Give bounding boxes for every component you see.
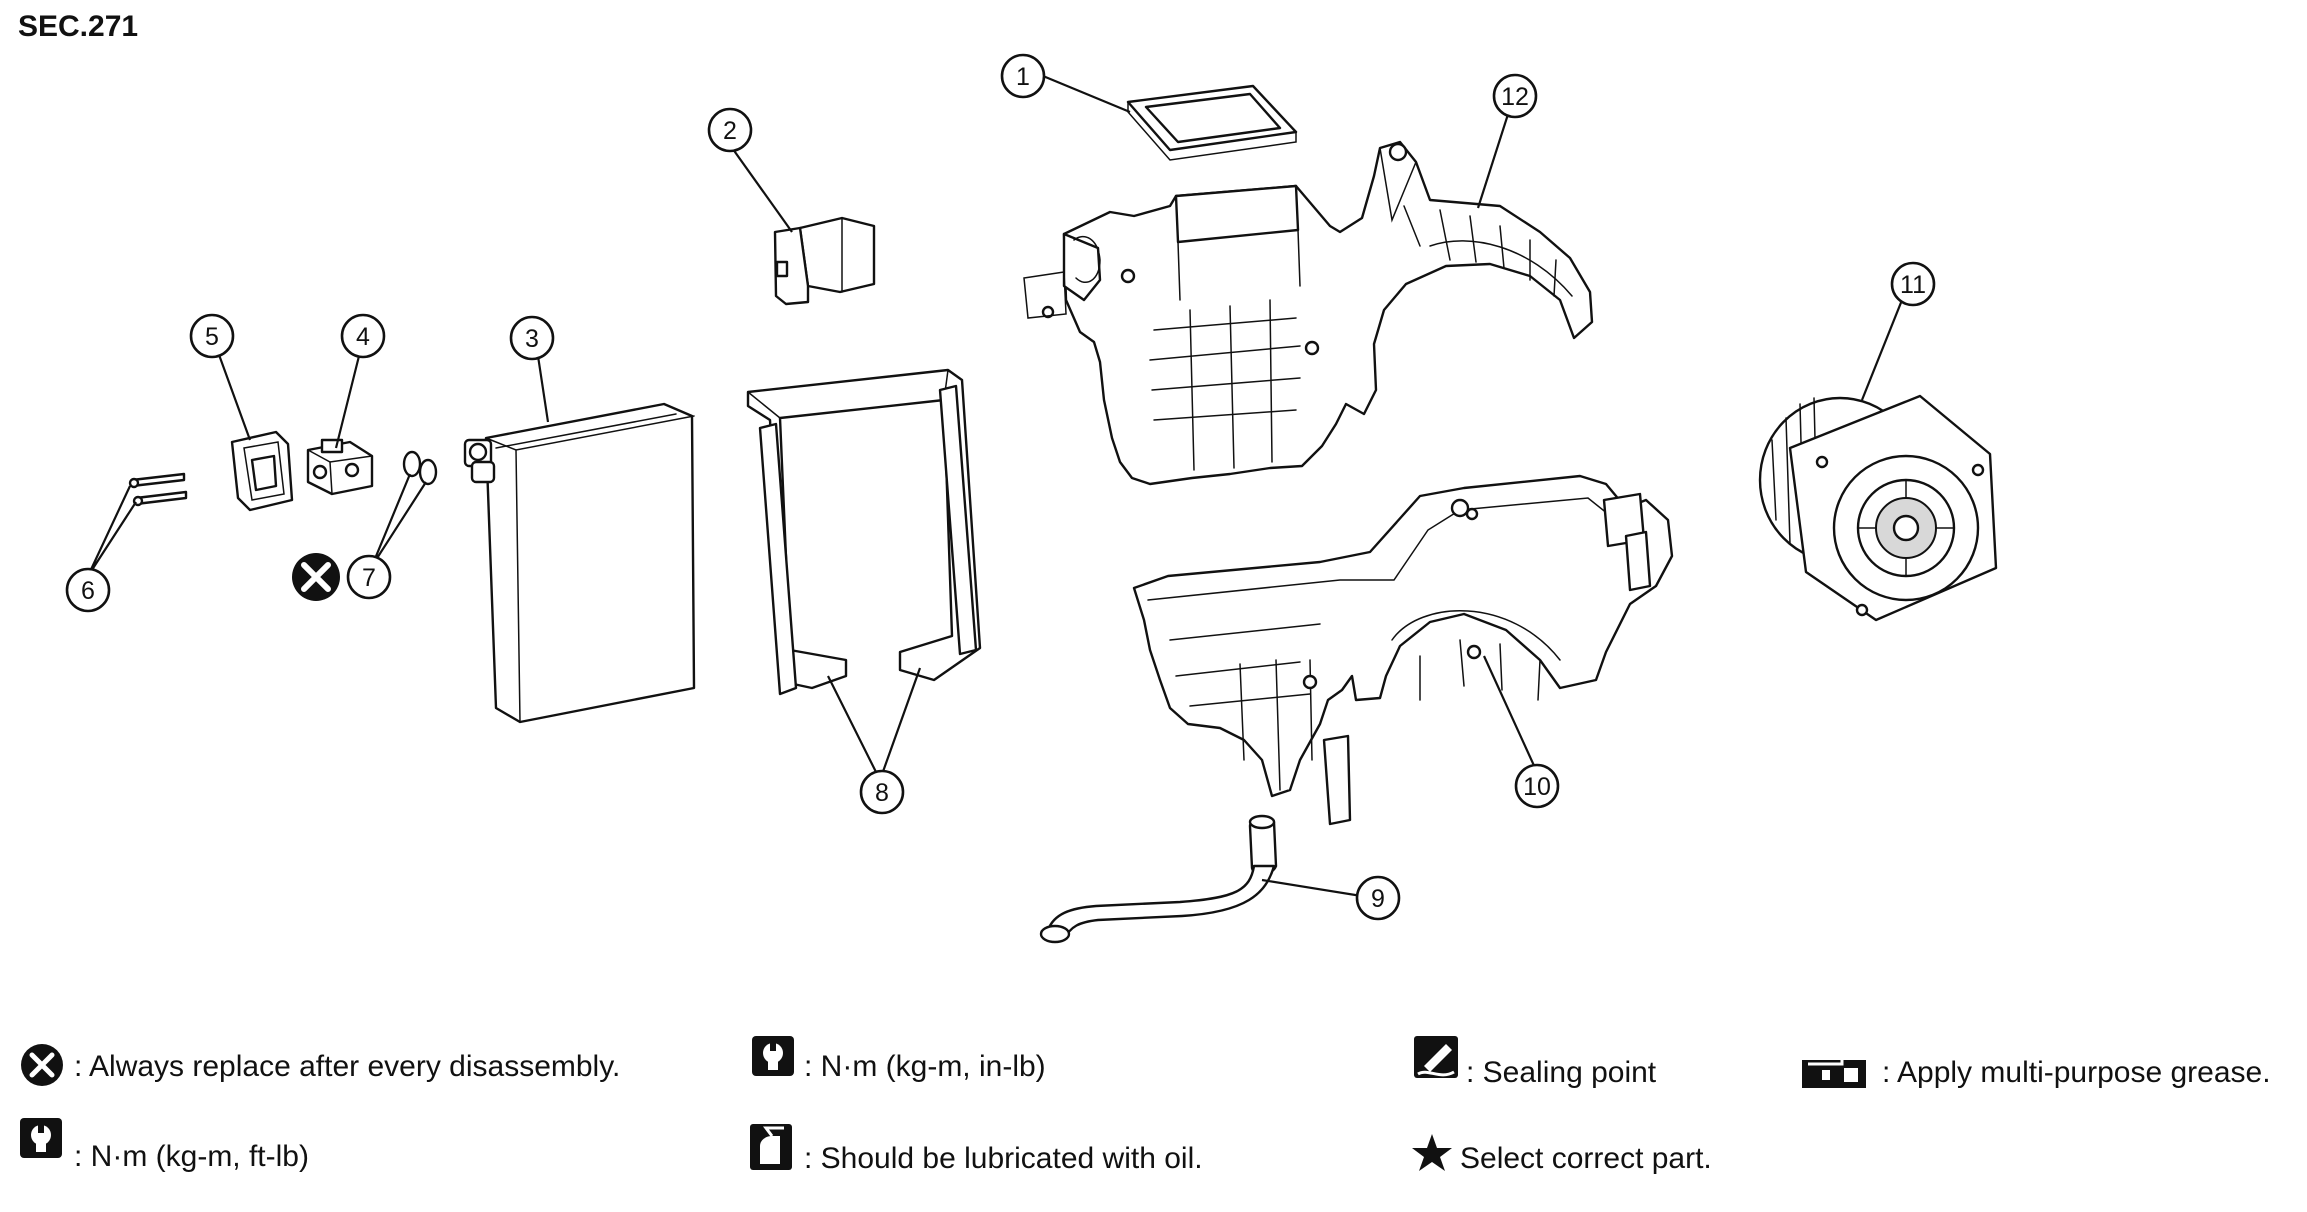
svg-text:4: 4	[356, 323, 370, 351]
legend-oil-text: : Should be lubricated with oil.	[804, 1142, 1203, 1175]
part-5-grommet	[230, 430, 294, 512]
section-label: SEC.271	[18, 10, 138, 43]
callout-12: 12	[1492, 73, 1538, 119]
callout-3: 3	[509, 315, 555, 361]
svg-text:3: 3	[525, 325, 539, 353]
legend-grease-text: : Apply multi-purpose grease.	[1882, 1056, 2271, 1089]
legend-torque-ft-lb-text: : N·m (kg-m, ft-lb)	[74, 1140, 309, 1173]
callout-7: 7	[346, 554, 392, 600]
part-1-gasket	[1126, 84, 1298, 161]
part-3-evaporator	[463, 402, 696, 724]
wrench-torque-icon	[20, 1118, 62, 1158]
svg-text:1: 1	[1016, 63, 1030, 91]
grease-gun-icon	[1802, 1056, 1866, 1088]
legend-sealing-text: : Sealing point	[1466, 1056, 1657, 1089]
callout-10: 10	[1514, 763, 1560, 809]
part-9-drain-hose	[1039, 814, 1278, 944]
svg-text:12: 12	[1501, 83, 1529, 111]
part-4-expansion-valve	[306, 438, 374, 496]
wrench-torque-icon	[752, 1036, 794, 1076]
svg-text:11: 11	[1900, 271, 1926, 299]
svg-text:9: 9	[1371, 885, 1385, 913]
leader-lines	[87, 74, 1908, 900]
part-6-pins	[128, 472, 188, 507]
sealant-icon	[1414, 1036, 1458, 1078]
callout-1: 1	[1000, 53, 1046, 99]
callout-11: 11	[1890, 261, 1936, 307]
callout-9: 9	[1355, 875, 1401, 921]
oil-can-icon	[750, 1124, 792, 1170]
part-12-upper-case	[1023, 140, 1594, 486]
part-8-seal-frame	[746, 368, 982, 696]
callout-8: 8	[859, 769, 905, 815]
legend-replace-text: : Always replace after every disassembly…	[74, 1050, 620, 1083]
part-11-blower-motor	[1758, 394, 1998, 622]
svg-text:5: 5	[205, 323, 219, 351]
svg-text:10: 10	[1523, 773, 1551, 801]
x-circle-icon	[21, 1044, 63, 1086]
callout-6: 6	[65, 567, 111, 613]
svg-text:8: 8	[875, 779, 889, 807]
part-10-lower-case	[1132, 474, 1674, 826]
callout-2: 2	[707, 107, 753, 153]
x-circle-icon	[292, 553, 340, 601]
part-2-connector	[773, 216, 876, 306]
svg-text:7: 7	[362, 564, 376, 592]
svg-text:6: 6	[81, 577, 95, 605]
legend-torque-in-lb-text: : N·m (kg-m, in-lb)	[804, 1050, 1046, 1083]
svg-text:2: 2	[723, 117, 737, 145]
callout-5: 5	[189, 313, 235, 359]
part-7-o-rings	[402, 450, 438, 486]
callout-4: 4	[340, 313, 386, 359]
legend: : Always replace after every disassembly…	[20, 1036, 2271, 1175]
star-icon	[1412, 1134, 1452, 1171]
legend-select-text: Select correct part.	[1460, 1142, 1712, 1175]
